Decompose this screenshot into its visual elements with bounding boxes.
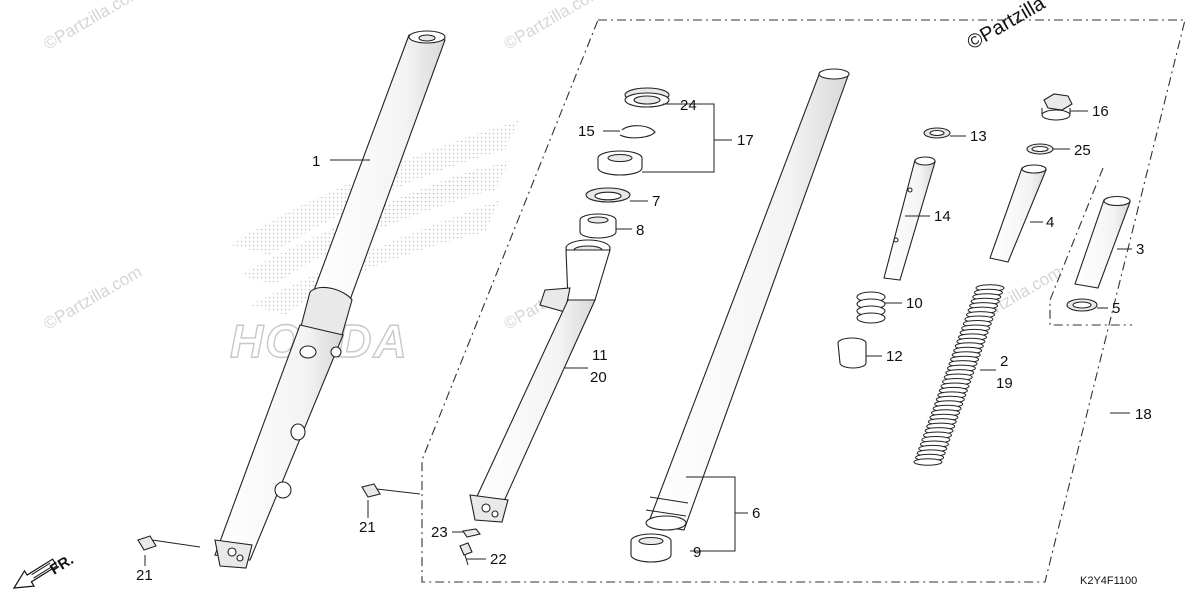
piston-ring-part [923, 127, 951, 139]
back-up-ring-part [585, 187, 631, 203]
callout-6: 6 [752, 505, 760, 522]
rebound-spring-part [856, 291, 886, 324]
callout-13: 13 [970, 128, 987, 145]
leader-lines [144, 103, 1132, 566]
bushing-part [630, 533, 672, 563]
fork-bolt-part [1041, 93, 1073, 121]
callout-15: 15 [578, 123, 595, 140]
snap-ring-part [619, 125, 656, 139]
callout-16: 16 [1092, 103, 1109, 120]
callout-20: 20 [590, 369, 607, 386]
dust-seal-part [624, 87, 670, 108]
drawing-code: K2Y4F1100 [1080, 575, 1137, 587]
watermark-text: ©Partzilla.com [41, 262, 146, 333]
front-direction-arrow-icon [12, 558, 58, 589]
washer-part [462, 528, 481, 538]
callout-9: 9 [693, 544, 701, 561]
damper-rod-part [883, 156, 936, 281]
callout-23: 23 [431, 524, 448, 541]
callout-21: 21 [359, 519, 376, 536]
copyright-mark: ©Partzilla [964, 0, 1050, 54]
callout-14: 14 [934, 208, 951, 225]
callout-4: 4 [1046, 214, 1054, 231]
spring-coil [913, 458, 943, 466]
callout-19: 19 [996, 375, 1013, 392]
callout-18: 18 [1135, 406, 1152, 423]
callout-12: 12 [886, 348, 903, 365]
socket-bolt-part [361, 483, 421, 498]
watermark-text: ©Partzilla.com [41, 0, 146, 53]
oil-lock-piece-part [837, 337, 867, 369]
guide-bushing-part [579, 213, 617, 239]
spring-collar-set-part [1074, 195, 1131, 289]
callout-11: 11 [592, 347, 608, 364]
callout-5: 5 [1112, 300, 1120, 317]
callout-17: 17 [737, 132, 754, 149]
front-direction-label: FR. [47, 551, 77, 578]
callout-10: 10 [906, 295, 923, 312]
socket-bolt-part [137, 535, 201, 551]
fork-slider-part [469, 239, 611, 523]
sub-assembly-boundary [1049, 167, 1132, 326]
drain-bolt-part [459, 542, 473, 566]
spring-seat-part [1066, 298, 1098, 312]
callout-3: 3 [1136, 241, 1144, 258]
assembly-boundary [421, 19, 1186, 583]
oil-seal-part [597, 150, 643, 176]
callout-labels: 1 2 3 4 5 6 7 8 9 10 11 12 13 14 15 16 1… [136, 97, 1152, 584]
callout-7: 7 [652, 193, 660, 210]
callout-24: 24 [680, 97, 697, 114]
callout-22: 22 [490, 551, 507, 568]
callout-25: 25 [1074, 142, 1091, 159]
callout-8: 8 [636, 222, 644, 239]
o-ring-part [1026, 143, 1054, 155]
callout-2: 2 [1000, 353, 1008, 370]
callout-1: 1 [312, 153, 320, 170]
watermark-text: ©Partzilla.com [501, 0, 606, 53]
fork-spring-part [913, 284, 1005, 466]
callout-21: 21 [136, 567, 153, 584]
fork-pipe-part [645, 68, 850, 531]
spring-collar-part [989, 164, 1047, 263]
fork-assembly-part [214, 30, 446, 569]
